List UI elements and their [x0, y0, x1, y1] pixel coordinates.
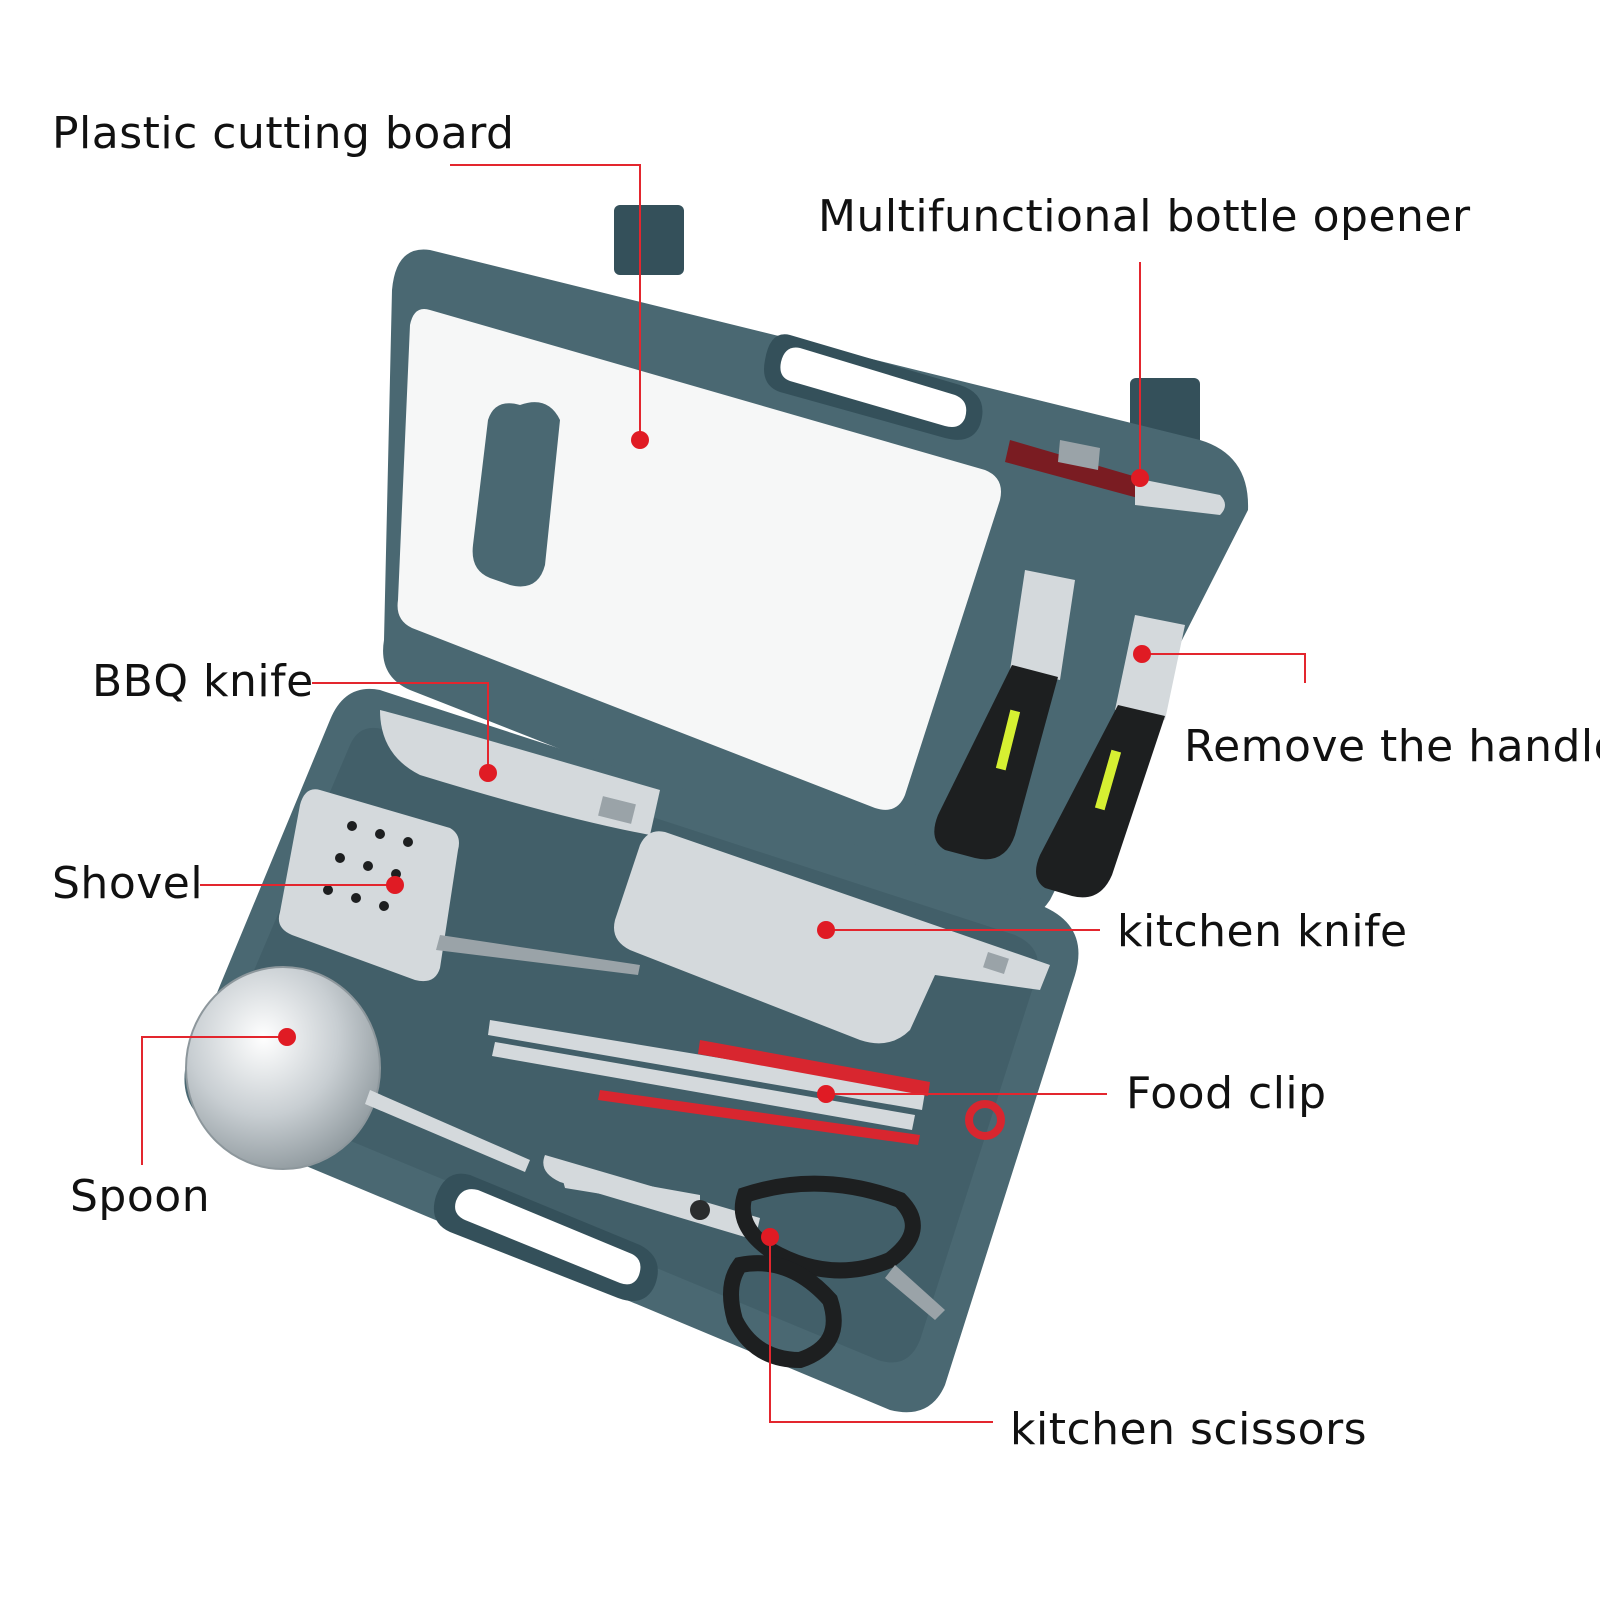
kitchen-knife-illustration — [614, 831, 1050, 1044]
cutting-board-illustration — [397, 309, 1001, 810]
leader-dot-remove-handle — [1133, 645, 1151, 663]
handles-illustration — [934, 570, 1185, 898]
label-bbq-knife: BBQ knife — [92, 656, 314, 707]
leader-line-bbq-knife — [312, 682, 489, 773]
food-clip-illustration — [488, 1020, 1005, 1145]
label-kitchen-scissors: kitchen scissors — [1010, 1404, 1368, 1455]
label-plastic-cutting-board: Plastic cutting board — [52, 108, 515, 159]
callout-leaders — [141, 164, 1306, 1423]
bbq-knife-illustration — [380, 710, 660, 835]
kitchen-scissors-illustration — [543, 1155, 945, 1369]
leader-dot-shovel — [386, 876, 404, 894]
leader-line-remove-handle — [1142, 653, 1306, 683]
leader-dot-food-clip — [817, 1085, 835, 1103]
leader-line-kitchen-scissors — [769, 1237, 993, 1423]
case-hinge-left — [614, 205, 684, 275]
bottle-opener-illustration — [1005, 440, 1225, 515]
leader-dot-kitchen-knife — [817, 921, 835, 939]
leader-dot-cutting-board — [631, 431, 649, 449]
leader-line-cutting-board — [450, 164, 641, 440]
label-shovel: Shovel — [52, 858, 204, 909]
spoon-illustration — [185, 966, 530, 1172]
leader-dot-spoon — [278, 1028, 296, 1046]
leader-dot-kitchen-scissors — [761, 1228, 779, 1246]
label-spoon: Spoon — [70, 1171, 211, 1222]
leader-line-spoon — [141, 1036, 287, 1165]
label-food-clip: Food clip — [1126, 1068, 1327, 1119]
label-remove-the-handle: Remove the handle — [1184, 721, 1600, 772]
leader-dot-bottle-opener — [1131, 469, 1149, 487]
label-kitchen-knife: kitchen knife — [1117, 906, 1408, 957]
label-multifunctional-bottle-opener: Multifunctional bottle opener — [818, 191, 1471, 242]
leader-dot-bbq-knife — [479, 764, 497, 782]
